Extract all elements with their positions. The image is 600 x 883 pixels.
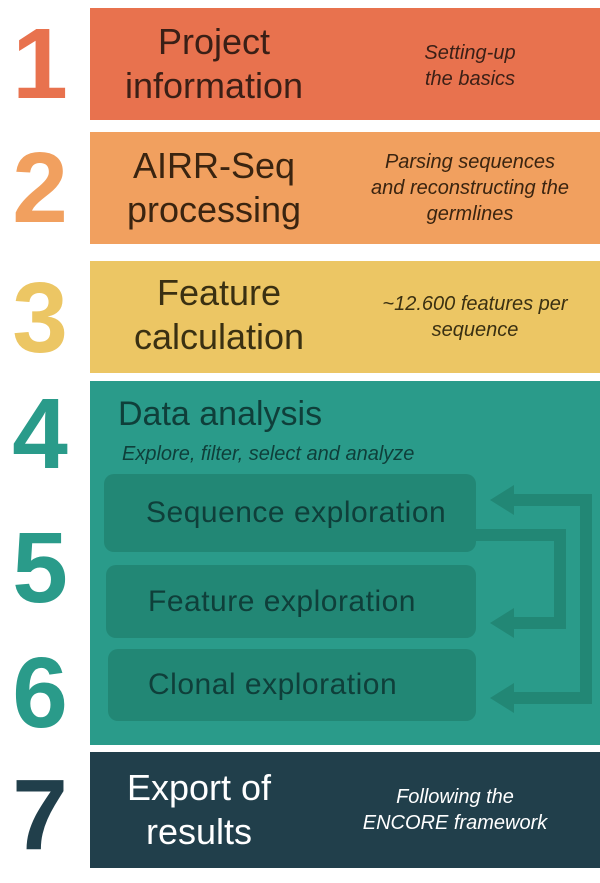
step-description: Following the ENCORE framework xyxy=(362,786,548,834)
step-box-airr-seq-processing: AIRR-Seq processing Parsing sequences an… xyxy=(90,132,600,244)
inner-loop-arrow xyxy=(470,529,566,638)
step-box-export-of-results: Export of results Following the ENCORE f… xyxy=(90,752,600,868)
step-number-3: 3 xyxy=(12,262,68,374)
sequence-exploration-box: Sequence exploration xyxy=(104,474,476,552)
sequence-exploration-label: Sequence exploration xyxy=(146,496,447,529)
clonal-exploration-box: Clonal exploration xyxy=(108,649,476,721)
step-title: AIRR-Seq processing xyxy=(126,145,302,230)
step-box-feature-calculation: Feature calculation ~12.600 features per… xyxy=(90,261,600,373)
step-number-2: 2 xyxy=(12,132,68,244)
step-description: ~12.600 features per sequence xyxy=(382,293,568,341)
step-number-1: 1 xyxy=(12,8,68,120)
step-number-5: 5 xyxy=(12,512,68,624)
step-number-6: 6 xyxy=(12,637,68,749)
outer-loop-arrow xyxy=(490,485,592,713)
step-title: Feature calculation xyxy=(133,272,305,357)
step-description: Setting-up the basics xyxy=(424,42,516,90)
step-title: Project information xyxy=(124,21,304,106)
step-box-project-information: Project information Setting-up the basic… xyxy=(90,8,600,120)
feedback-arrows xyxy=(470,485,592,713)
data-analysis-title: Data analysis xyxy=(118,395,323,433)
clonal-exploration-label: Clonal exploration xyxy=(148,668,398,701)
step-number-7: 7 xyxy=(12,759,68,871)
feature-exploration-box: Feature exploration xyxy=(106,565,476,638)
feature-exploration-label: Feature exploration xyxy=(148,584,416,618)
step-box-data-analysis: Data analysis Explore, filter, select an… xyxy=(90,381,600,745)
step-description: Parsing sequences and reconstructing the… xyxy=(371,151,569,225)
step-number-4: 4 xyxy=(12,378,68,490)
data-analysis-description: Explore, filter, select and analyze xyxy=(122,443,415,465)
step-title: Export of results xyxy=(126,767,272,852)
